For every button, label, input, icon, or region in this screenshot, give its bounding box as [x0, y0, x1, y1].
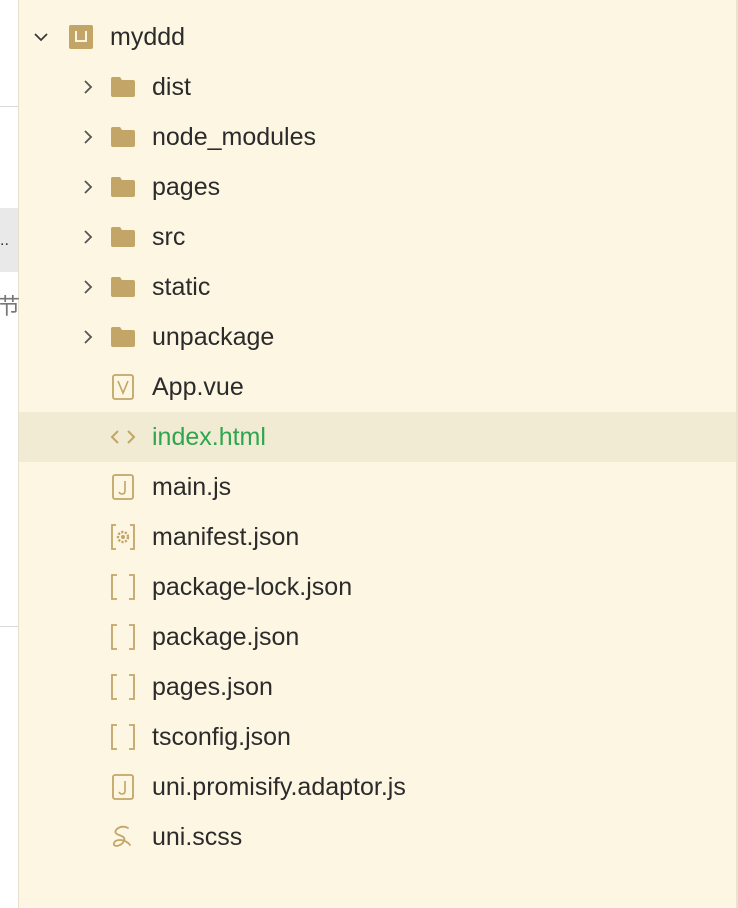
tree-item-label: package-lock.json — [152, 573, 353, 601]
tree-item-label: uni.promisify.adaptor.js — [152, 773, 406, 801]
tree-item-uni-scss[interactable]: uni.scss — [19, 812, 736, 862]
tree-item-label: static — [152, 273, 211, 301]
tree-item-uni-promisify-adaptor-js[interactable]: uni.promisify.adaptor.js — [19, 762, 736, 812]
tree-item-static[interactable]: static — [19, 262, 736, 312]
tree-item-label: main.js — [152, 473, 232, 501]
json-brackets-icon — [110, 624, 136, 650]
chevron-right-icon[interactable] — [81, 280, 95, 294]
js-file-icon — [110, 774, 136, 800]
tree-item-main-js[interactable]: main.js — [19, 462, 736, 512]
tree-item-label: pages — [152, 173, 221, 201]
gutter-divider — [0, 106, 18, 107]
js-file-icon — [110, 474, 136, 500]
project-explorer-tree: myddd dist node_modules pages src static… — [19, 12, 736, 862]
tree-item-label: package.json — [152, 623, 300, 651]
tree-item-package-json[interactable]: package.json — [19, 612, 736, 662]
chevron-right-icon[interactable] — [81, 330, 95, 344]
tree-item-label: dist — [152, 73, 191, 101]
right-edge — [736, 0, 738, 908]
html-code-icon — [110, 424, 136, 450]
project-icon — [68, 24, 94, 50]
folder-icon — [110, 324, 136, 350]
tree-item-node-modules[interactable]: node_modules — [19, 112, 736, 162]
chevron-down-icon[interactable] — [34, 30, 48, 44]
chevron-right-icon[interactable] — [81, 180, 95, 194]
tree-item-src[interactable]: src — [19, 212, 736, 262]
chevron-right-icon[interactable] — [81, 80, 95, 94]
tree-root-label: myddd — [110, 23, 186, 51]
tree-item-manifest-json[interactable]: manifest.json — [19, 512, 736, 562]
left-gutter: .. 节 — [0, 0, 21, 908]
folder-icon — [110, 274, 136, 300]
tree-item-label: App.vue — [152, 373, 244, 401]
folder-icon — [110, 74, 136, 100]
tree-item-label: manifest.json — [152, 523, 300, 551]
folder-icon — [110, 174, 136, 200]
tree-item-dist[interactable]: dist — [19, 62, 736, 112]
folder-icon — [110, 224, 136, 250]
tree-item-pages[interactable]: pages — [19, 162, 736, 212]
chevron-right-icon[interactable] — [81, 230, 95, 244]
folder-icon — [110, 124, 136, 150]
manifest-gear-icon — [110, 524, 136, 550]
tree-item-unpackage[interactable]: unpackage — [19, 312, 736, 362]
json-brackets-icon — [110, 674, 136, 700]
json-brackets-icon — [110, 574, 136, 600]
tree-item-package-lock-json[interactable]: package-lock.json — [19, 562, 736, 612]
tree-item-app-vue[interactable]: App.vue — [19, 362, 736, 412]
tree-item-label: pages.json — [152, 673, 273, 701]
chevron-right-icon[interactable] — [81, 130, 95, 144]
tree-item-label: unpackage — [152, 323, 275, 351]
tree-item-label: tsconfig.json — [152, 723, 291, 751]
scss-file-icon — [110, 824, 136, 850]
gutter-ellipsis: .. — [0, 232, 9, 249]
gutter-divider — [0, 626, 18, 627]
tree-item-label: index.html — [152, 423, 266, 451]
tree-item-label: node_modules — [152, 123, 317, 151]
tree-item-tsconfig-json[interactable]: tsconfig.json — [19, 712, 736, 762]
tree-item-label: src — [152, 223, 186, 251]
json-brackets-icon — [110, 724, 136, 750]
tree-item-label: uni.scss — [152, 823, 243, 851]
tree-item-index-html[interactable]: index.html — [19, 412, 736, 462]
gutter-panel — [0, 208, 18, 272]
tree-root-myddd[interactable]: myddd — [19, 12, 736, 62]
gutter-char: 节 — [0, 295, 21, 320]
vue-file-icon — [110, 374, 136, 400]
tree-item-pages-json[interactable]: pages.json — [19, 662, 736, 712]
